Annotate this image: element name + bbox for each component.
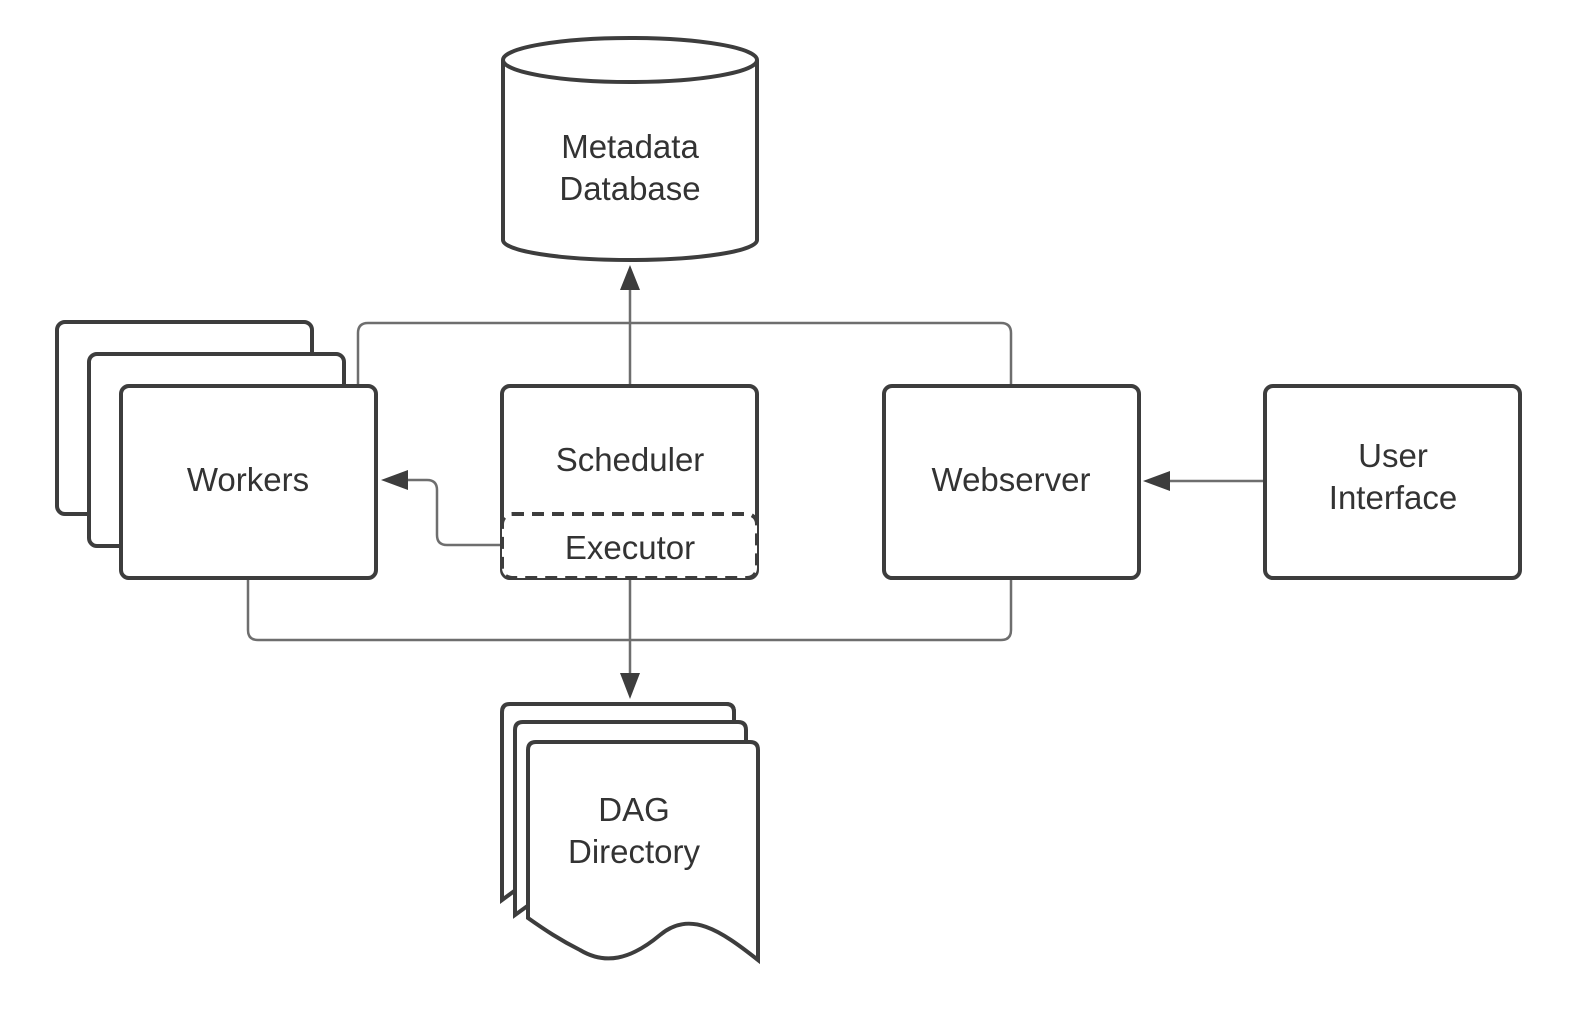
webserver-label: Webserver xyxy=(932,461,1091,498)
executor-label: Executor xyxy=(565,529,695,566)
edge-webserver-to-dag xyxy=(630,578,1013,642)
scheduler-label: Scheduler xyxy=(556,441,705,478)
edge-executor-to-workers xyxy=(400,478,500,547)
arrowhead-left-icon xyxy=(381,470,408,490)
connectors xyxy=(246,285,1264,678)
dag-directory-label-line1: DAG xyxy=(598,791,670,828)
arrowhead-down-icon xyxy=(620,673,640,699)
edge-workers-to-metadata xyxy=(356,321,630,384)
workers-label: Workers xyxy=(187,461,309,498)
webserver-node[interactable]: Webserver xyxy=(882,384,1141,580)
workers-node[interactable]: Workers xyxy=(55,320,378,580)
dag-directory-label-line2: Directory xyxy=(568,833,701,870)
executor-box xyxy=(500,512,759,580)
dag-directory-node[interactable]: DAG Directory xyxy=(500,702,760,965)
metadata-database-label-line1: Metadata xyxy=(561,128,699,165)
user-interface-label-line1: User xyxy=(1358,437,1428,474)
arrowhead-up-icon xyxy=(620,265,640,290)
workers-stack-front xyxy=(119,384,378,580)
scheduler-node[interactable]: Scheduler Executor xyxy=(500,384,759,580)
document-front-icon xyxy=(526,740,760,965)
arrowhead-left-icon xyxy=(1143,471,1170,491)
user-interface-label-line2: Interface xyxy=(1329,479,1457,516)
user-interface-node[interactable]: User Interface xyxy=(1263,384,1522,580)
metadata-database-label-line2: Database xyxy=(559,170,700,207)
database-cylinder-top xyxy=(501,36,759,84)
database-cylinder-icon xyxy=(501,60,759,262)
arrowheads xyxy=(381,265,1170,699)
edge-webserver-to-metadata xyxy=(630,321,1013,384)
webserver-box xyxy=(882,384,1141,580)
edge-workers-to-dag xyxy=(246,578,630,642)
user-interface-box xyxy=(1263,384,1522,580)
metadata-database-node[interactable]: Metadata Database xyxy=(501,36,759,262)
